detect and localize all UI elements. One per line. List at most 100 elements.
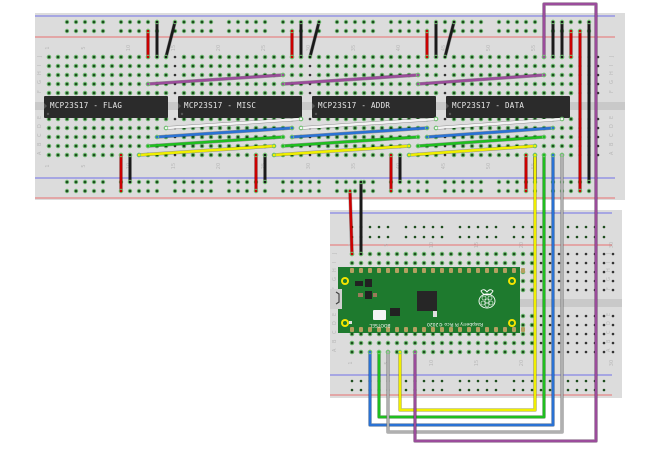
rail-hole	[353, 29, 357, 33]
hole	[119, 91, 123, 95]
hole	[431, 332, 435, 336]
ground-wire-diagonal[interactable]	[164, 20, 177, 59]
hole	[602, 288, 606, 292]
rail-hole	[476, 379, 480, 383]
hole	[74, 126, 78, 130]
mosi-wire-blue[interactable]	[290, 126, 429, 139]
cs-wire-purple[interactable]	[146, 73, 285, 86]
hole	[557, 252, 561, 256]
rail-hole	[146, 180, 150, 184]
mosi-wire-blue[interactable]	[425, 126, 555, 139]
rail-hole	[317, 180, 321, 184]
ground-wire-diagonal[interactable]	[308, 20, 321, 59]
hole	[110, 135, 114, 139]
hole	[497, 73, 501, 77]
hole	[530, 261, 534, 265]
wire-end	[385, 349, 391, 355]
wire-end	[163, 125, 169, 131]
sck-wire-white[interactable]	[434, 117, 564, 130]
rail-hole	[146, 189, 150, 193]
rail-hole	[353, 20, 357, 24]
rail-hole	[497, 20, 501, 24]
spi-wire-yellow[interactable]	[398, 153, 537, 412]
mount-hole-center	[510, 321, 514, 325]
hole	[569, 91, 573, 95]
wire-end	[289, 54, 295, 60]
hole	[596, 55, 600, 59]
hole	[47, 64, 51, 68]
reset-wire-yellow[interactable]	[272, 144, 411, 157]
miso-wire-green[interactable]	[146, 135, 285, 148]
sck-wire-white[interactable]	[299, 117, 438, 130]
hole	[389, 64, 393, 68]
hole	[191, 144, 195, 148]
hole	[521, 332, 525, 336]
hole	[227, 153, 231, 157]
rail-hole	[398, 29, 402, 33]
hole	[521, 350, 525, 354]
hole	[56, 73, 60, 77]
spi-wire-white[interactable]	[386, 153, 564, 434]
hole	[452, 91, 456, 95]
rail-hole	[65, 20, 69, 24]
cs-wire-purple[interactable]	[281, 73, 420, 86]
hole	[254, 82, 258, 86]
wire-end	[388, 188, 394, 194]
rail-hole	[389, 20, 393, 24]
pico-component	[365, 291, 372, 299]
hole	[542, 82, 546, 86]
hole	[479, 135, 483, 139]
hole	[422, 341, 426, 345]
hole	[497, 144, 501, 148]
column-label: 1	[45, 46, 51, 49]
miso-wire-green[interactable]	[281, 135, 420, 148]
spi-wire-green[interactable]	[377, 153, 546, 419]
cs-wire-purple-long[interactable]	[413, 2, 598, 443]
hole	[497, 64, 501, 68]
hole	[65, 64, 69, 68]
raspberry-drupelet	[488, 300, 494, 306]
hole	[497, 117, 501, 121]
ground-wire-diagonal[interactable]	[443, 20, 456, 59]
rail-hole	[146, 20, 150, 24]
wire-end	[298, 116, 304, 122]
rail-hole	[353, 189, 357, 193]
rail-hole	[476, 235, 480, 239]
column-label: 35	[351, 163, 357, 169]
hole	[413, 252, 417, 256]
hole	[413, 261, 417, 265]
rail-hole	[236, 189, 240, 193]
miso-wire-green[interactable]	[416, 135, 546, 148]
hole	[584, 288, 588, 292]
sck-wire-white[interactable]	[164, 117, 303, 130]
wire-end	[280, 72, 286, 78]
hole	[191, 91, 195, 95]
pico-pad	[503, 268, 507, 273]
hole	[440, 332, 444, 336]
hole	[299, 73, 303, 77]
rail-hole	[440, 235, 444, 239]
hole	[506, 82, 510, 86]
hole	[539, 261, 543, 265]
spi-wire-blue[interactable]	[368, 153, 555, 427]
hole	[236, 135, 240, 139]
hole	[452, 82, 456, 86]
mosi-wire-blue[interactable]	[155, 126, 294, 139]
rail-hole	[200, 29, 204, 33]
reset-wire-yellow[interactable]	[137, 144, 276, 157]
hole	[47, 91, 51, 95]
wire-end	[367, 349, 373, 355]
wire-end	[559, 19, 565, 25]
rail-hole	[236, 180, 240, 184]
raspberry-drupelet	[481, 295, 487, 301]
hole	[353, 73, 357, 77]
reset-wire-yellow[interactable]	[407, 144, 537, 157]
hole	[47, 117, 51, 121]
hole	[362, 91, 366, 95]
hole	[155, 126, 159, 130]
cs-wire-purple[interactable]	[416, 73, 546, 86]
rail-hole	[578, 20, 582, 24]
pico-vbus-red[interactable]	[348, 189, 354, 256]
hole	[443, 91, 447, 95]
hole	[602, 270, 606, 274]
